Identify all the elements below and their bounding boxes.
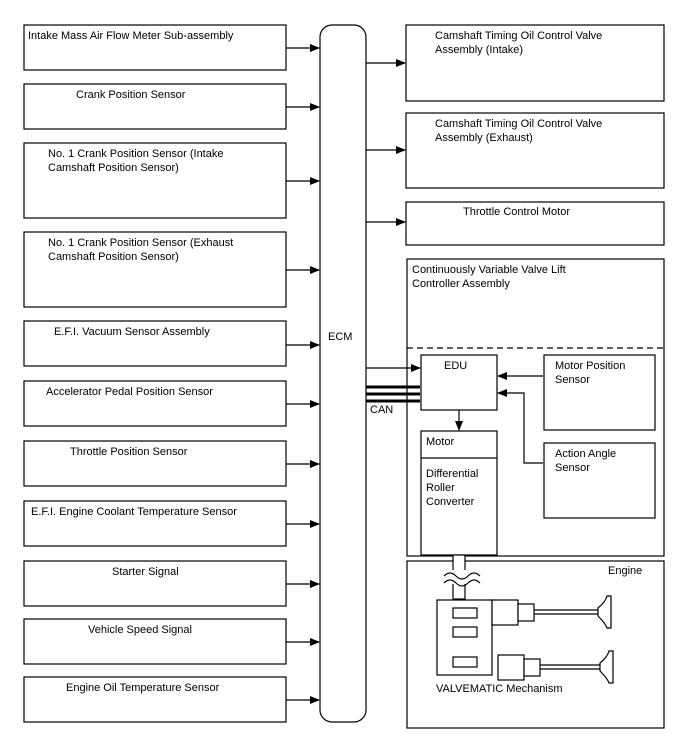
input-label-vacuum: E.F.I. Vacuum Sensor Assembly: [54, 326, 210, 338]
valvematic-mechanism-drawing: [436, 595, 614, 684]
input-label-starter: Starter Signal: [112, 566, 179, 578]
can-bus: [366, 385, 420, 403]
input-label-throttle-position: Throttle Position Sensor: [70, 446, 188, 458]
input-label-maf: Intake Mass Air Flow Meter Sub-assembly: [28, 30, 234, 42]
input-label-oil-temp: Engine Oil Temperature Sensor: [66, 682, 220, 694]
converter-label-2: Roller: [426, 482, 455, 494]
motor-position-label-2: Sensor: [555, 374, 590, 386]
action-angle-label-1: Action Angle: [555, 448, 617, 460]
motor-position-label-1: Motor Position: [555, 360, 626, 372]
cvvl-title-1: Continuously Variable Valve Lift: [412, 264, 566, 276]
output-shaft: [443, 554, 481, 600]
ocv-exhaust-label-2: Assembly (Exhaust): [435, 132, 533, 144]
output-box-ocv-exhaust: [405, 112, 665, 189]
ecm-block: [319, 24, 367, 723]
ocv-exhaust-label-1: Camshaft Timing Oil Control Valve: [435, 118, 603, 130]
input-label-intake-cam-2: Camshaft Position Sensor): [48, 162, 179, 174]
engine-box: [406, 560, 665, 729]
converter-label-3: Converter: [426, 496, 475, 508]
input-box-vacuum: [23, 320, 287, 367]
action-angle-label-2: Sensor: [555, 462, 590, 474]
motor-position-sensor-box: [543, 354, 656, 431]
input-label-crank: Crank Position Sensor: [76, 89, 186, 101]
engine-label: Engine: [608, 565, 643, 577]
edu-label: EDU: [444, 360, 468, 372]
can-label: CAN: [370, 404, 394, 416]
output-box-ocv-intake: [405, 24, 665, 102]
output-box-throttle-motor: [405, 201, 665, 246]
ocv-intake-label-2: Assembly (Intake): [435, 44, 524, 56]
input-label-exhaust-cam-1: No. 1 Crank Position Sensor (Exhaust: [48, 237, 234, 249]
converter-label-1: Differential: [426, 468, 479, 480]
motor-label: Motor: [426, 436, 455, 448]
throttle-motor-label: Throttle Control Motor: [463, 206, 570, 218]
action-angle-sensor-box: [543, 442, 656, 519]
input-label-coolant: E.F.I. Engine Coolant Temperature Sensor: [31, 506, 237, 518]
input-label-intake-cam-1: No. 1 Crank Position Sensor (Intake: [48, 148, 224, 160]
valvematic-label: VALVEMATIC Mechanism: [436, 683, 563, 695]
cvvl-title-2: Controller Assembly: [412, 278, 510, 290]
input-label-vehicle-speed: Vehicle Speed Signal: [88, 624, 192, 636]
cvvl-controller-box: [406, 258, 665, 557]
ocv-intake-label-1: Camshaft Timing Oil Control Valve: [435, 30, 603, 42]
input-label-accelerator: Accelerator Pedal Position Sensor: [46, 386, 213, 398]
input-label-exhaust-cam-2: Camshaft Position Sensor): [48, 251, 179, 263]
ecm-label: ECM: [328, 331, 353, 343]
